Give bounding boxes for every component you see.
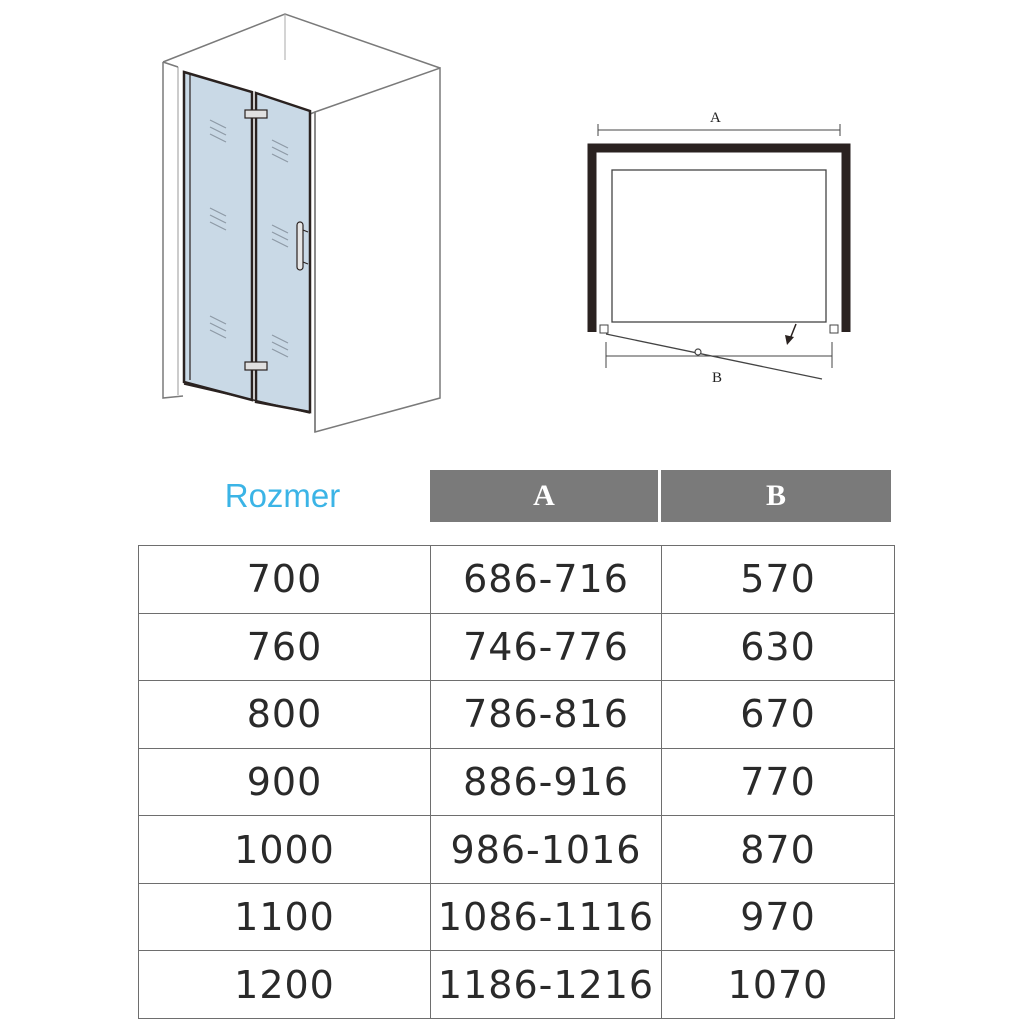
floor-plan-diagram: A B xyxy=(587,110,851,386)
size-column-header: Rozmer xyxy=(224,477,341,514)
a-cell: 686-716 xyxy=(430,545,662,614)
size-cell: 760 xyxy=(138,612,431,682)
dimensions-table: 700 686-716 570 760 746-776 630 800 786-… xyxy=(138,545,895,1019)
column-b-header: B xyxy=(661,470,891,522)
table-row: 1200 1186-1216 1070 xyxy=(138,950,895,1019)
b-cell: 570 xyxy=(661,545,895,614)
door-swing-arrow-icon xyxy=(785,323,797,345)
b-cell: 670 xyxy=(661,680,895,749)
a-cell: 1186-1216 xyxy=(430,950,662,1019)
size-cell: 1200 xyxy=(138,950,431,1019)
shower-enclosure-illustration xyxy=(162,13,441,433)
size-cell: 800 xyxy=(138,680,431,749)
table-row: 800 786-816 670 xyxy=(138,680,895,749)
table-row: 900 886-916 770 xyxy=(138,747,895,817)
dimension-a-label: A xyxy=(710,110,721,126)
a-cell: 746-776 xyxy=(430,612,662,682)
table-row: 1100 1086-1116 970 xyxy=(138,882,895,952)
size-cell: 1100 xyxy=(138,882,431,952)
size-cell: 700 xyxy=(138,545,431,614)
b-cell: 970 xyxy=(661,882,895,952)
b-cell: 770 xyxy=(661,747,895,817)
size-cell: 1000 xyxy=(138,815,431,884)
size-cell: 900 xyxy=(138,747,431,817)
b-cell: 1070 xyxy=(661,950,895,1019)
column-a-header: A xyxy=(430,470,658,522)
a-cell: 886-916 xyxy=(430,747,662,817)
table-row: 700 686-716 570 xyxy=(138,545,895,614)
a-cell: 986-1016 xyxy=(430,815,662,884)
table-row: 1000 986-1016 870 xyxy=(138,815,895,884)
a-cell: 1086-1116 xyxy=(430,882,662,952)
b-cell: 630 xyxy=(661,612,895,682)
dimension-b-label: B xyxy=(712,370,722,386)
table-row: 760 746-776 630 xyxy=(138,612,895,682)
a-cell: 786-816 xyxy=(430,680,662,749)
b-cell: 870 xyxy=(661,815,895,884)
